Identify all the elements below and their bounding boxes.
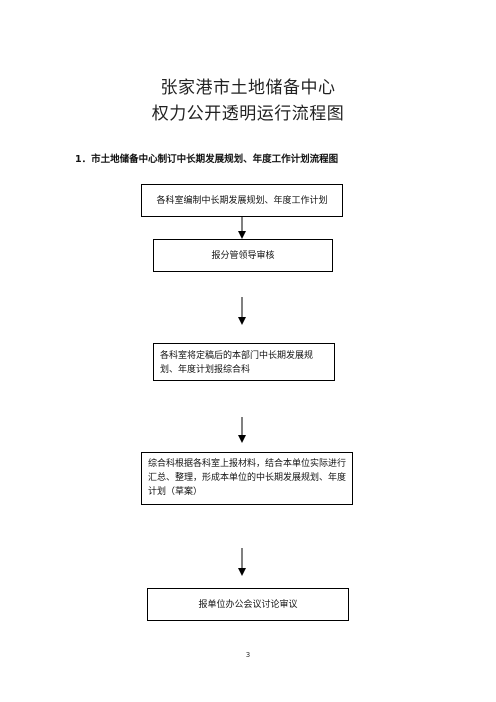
flow-arrow-1 [236, 217, 248, 239]
page-number: 3 [245, 651, 251, 659]
section-heading: 1．市土地储备中心制订中长期发展规划、年度工作计划流程图 [75, 154, 339, 165]
flow-step-1: 各科室编制中长期发展规划、年度工作计划 [141, 184, 343, 217]
flow-arrow-2 [236, 297, 248, 325]
document-title-line1: 张家港市土地储备中心 [160, 78, 336, 98]
flow-arrow-3 [236, 417, 248, 443]
flow-step-2: 报分管领导审核 [153, 239, 333, 272]
flow-step-3: 各科室将定稿后的本部门中长期发展规划、年度计划报综合科 [153, 343, 335, 381]
flow-step-4: 综合科根据各科室上报材料，结合本单位实际进行汇总、整理，形成本单位的中长期发展规… [141, 452, 353, 505]
document-title-line2: 权力公开透明运行流程图 [151, 104, 345, 124]
flow-arrow-4 [236, 548, 248, 576]
flow-step-5: 报单位办公会议讨论审议 [147, 588, 349, 621]
